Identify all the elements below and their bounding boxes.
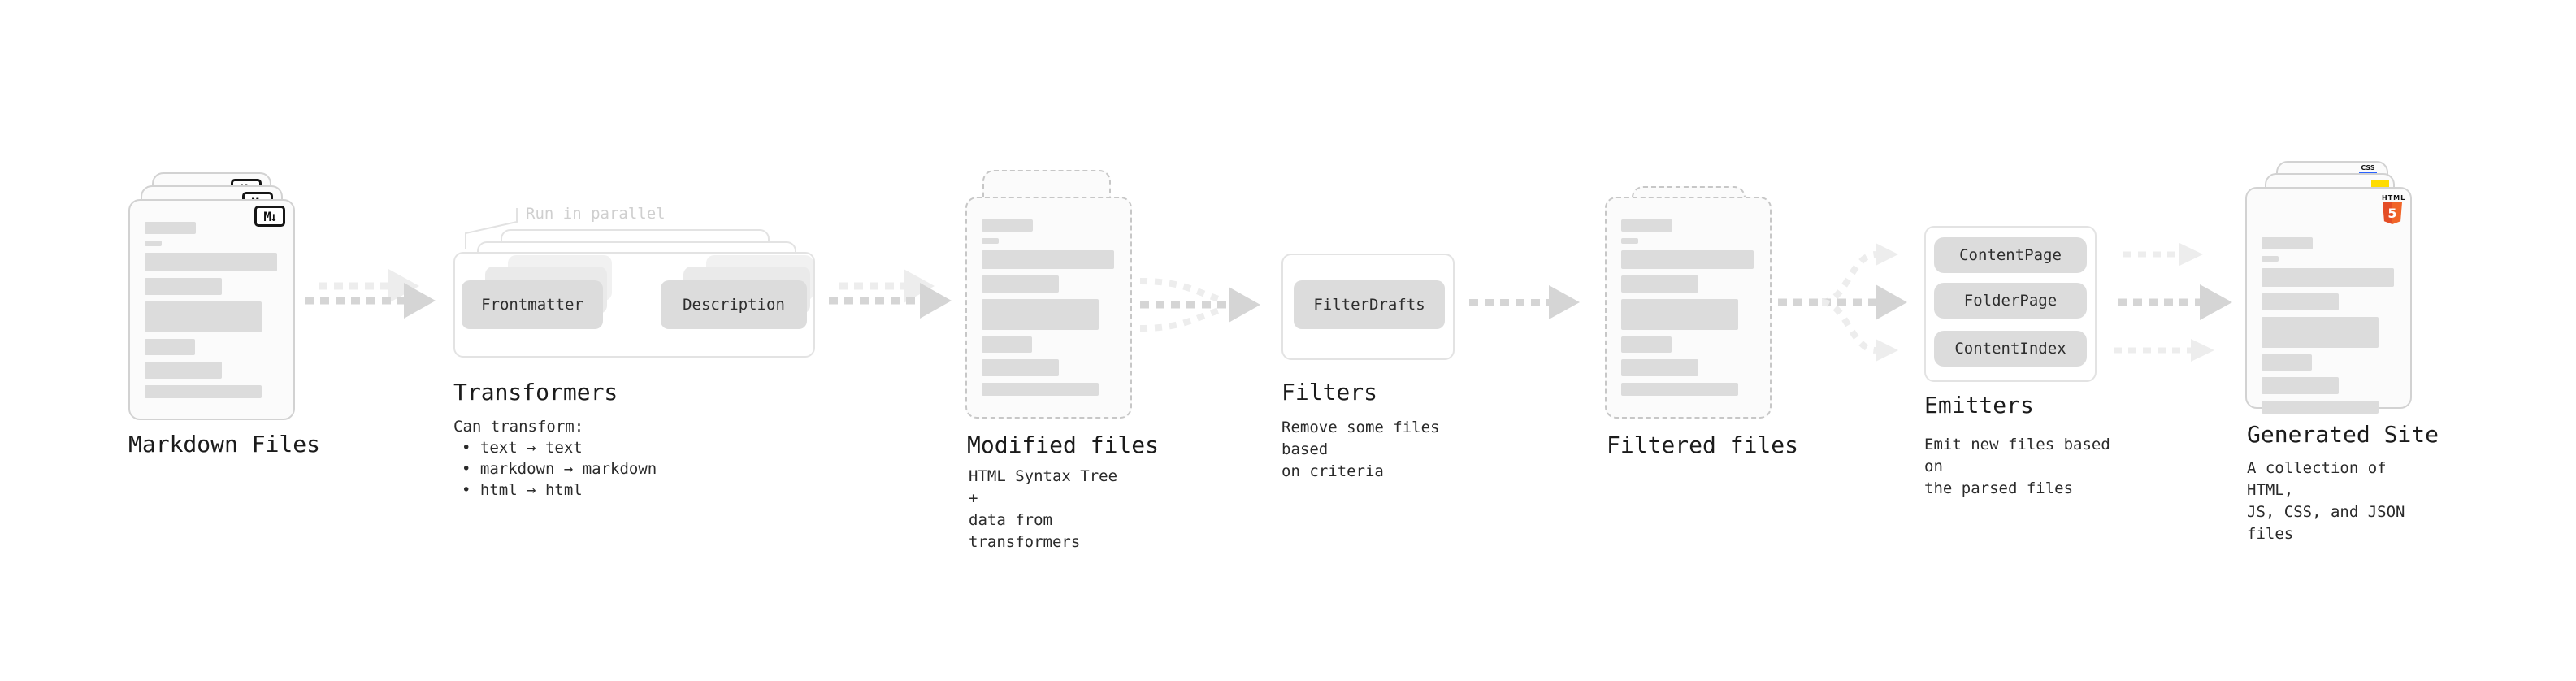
filtered-file-card-front xyxy=(1605,197,1772,419)
text-line-bar xyxy=(145,339,195,355)
text-line-bar xyxy=(982,250,1114,269)
markdown-file-card-front: M↓ xyxy=(128,199,295,420)
folderpage-pill: FolderPage xyxy=(1934,283,2087,319)
generated-file-card-html: HTML 5 xyxy=(2245,187,2412,414)
text-line-bar xyxy=(2262,401,2379,414)
stage-title-filters: Filters xyxy=(1281,379,1378,406)
transform-bullet: • text → text xyxy=(462,439,583,457)
stage-title-generated-site: Generated Site xyxy=(2247,421,2439,448)
text-line-bar xyxy=(145,253,277,271)
text-line-bar xyxy=(145,362,222,379)
text-line-bar xyxy=(982,219,1033,232)
arrow-filtered-to-emitters xyxy=(1778,243,1907,362)
stage-title-filtered-files: Filtered files xyxy=(1607,432,1799,458)
modified-file-card-front xyxy=(965,197,1132,419)
run-in-parallel-note: Run in parallel xyxy=(526,205,666,223)
doc-text-placeholder xyxy=(982,219,1116,396)
filterdrafts-pill: FilterDrafts xyxy=(1294,280,1445,329)
text-line-bar xyxy=(145,222,196,234)
text-line-bar xyxy=(982,383,1099,396)
text-line-bar xyxy=(1621,250,1754,269)
text-line-bar xyxy=(2262,377,2339,394)
text-line-bar xyxy=(1621,219,1672,232)
doc-text-placeholder xyxy=(145,222,279,398)
text-line-bar xyxy=(982,238,999,244)
html5-icon-label: HTML xyxy=(2382,194,2406,202)
transform-bullet: • markdown → markdown xyxy=(462,460,657,478)
text-line-bar xyxy=(145,241,162,246)
contentpage-pill: ContentPage xyxy=(1934,237,2087,273)
filters-subtitle: Remove some files based on criteria xyxy=(1281,419,1440,480)
transformers-caption: Can transform: • text → text • markdown … xyxy=(453,416,657,501)
emitters-subtitle: Emit new files based on the parsed files xyxy=(1924,436,2110,497)
doc-text-placeholder xyxy=(1621,219,1755,396)
text-line-bar xyxy=(2262,354,2312,371)
text-line-bar xyxy=(145,301,262,332)
stage-title-modified-files: Modified files xyxy=(967,432,1160,458)
text-line-bar xyxy=(2262,317,2379,348)
text-line-bar xyxy=(1621,238,1638,244)
text-line-bar xyxy=(1621,336,1672,353)
modified-files-subtitle: HTML Syntax Tree + data from transformer… xyxy=(969,467,1118,551)
generated-site-subtitle: A collection of HTML, JS, CSS, and JSON … xyxy=(2247,459,2405,543)
frontmatter-pill: Frontmatter xyxy=(462,280,603,329)
arrow-transformers-to-modified xyxy=(829,269,952,319)
transform-bullet: • html → html xyxy=(462,481,583,499)
text-line-bar xyxy=(1621,275,1698,293)
text-line-bar xyxy=(1621,359,1698,376)
text-line-bar xyxy=(982,336,1032,353)
text-line-bar xyxy=(2262,237,2313,249)
text-line-bar xyxy=(982,299,1099,330)
markdown-icon: M↓ xyxy=(254,206,285,227)
arrow-emitters-to-generated xyxy=(2114,243,2232,362)
arrow-markdown-to-transformers xyxy=(305,269,436,319)
contentindex-pill: ContentIndex xyxy=(1934,331,2087,367)
description-pill: Description xyxy=(661,280,807,329)
text-line-bar xyxy=(145,278,222,295)
text-line-bar xyxy=(145,385,262,398)
stage-title-transformers: Transformers xyxy=(453,379,618,406)
text-line-bar xyxy=(2262,268,2394,287)
can-transform-label: Can transform: xyxy=(453,418,584,436)
run-in-parallel-leader-line xyxy=(465,208,518,249)
html5-icon-shield: 5 xyxy=(2383,202,2402,224)
text-line-bar xyxy=(1621,383,1738,396)
text-line-bar xyxy=(2262,256,2279,262)
text-line-bar xyxy=(982,359,1059,376)
stage-title-markdown-files: Markdown Files xyxy=(128,431,321,458)
arrow-modified-to-filters xyxy=(1139,278,1260,332)
text-line-bar xyxy=(1621,299,1738,330)
text-line-bar xyxy=(2262,293,2339,310)
doc-text-placeholder xyxy=(2262,237,2396,414)
arrow-filters-to-filtered xyxy=(1469,285,1580,319)
html5-icon: HTML 5 xyxy=(2382,194,2406,224)
text-line-bar xyxy=(982,275,1059,293)
stage-title-emitters: Emitters xyxy=(1924,392,2034,419)
css-icon-label: CSS xyxy=(2361,164,2375,171)
html5-icon-number: 5 xyxy=(2387,206,2397,221)
